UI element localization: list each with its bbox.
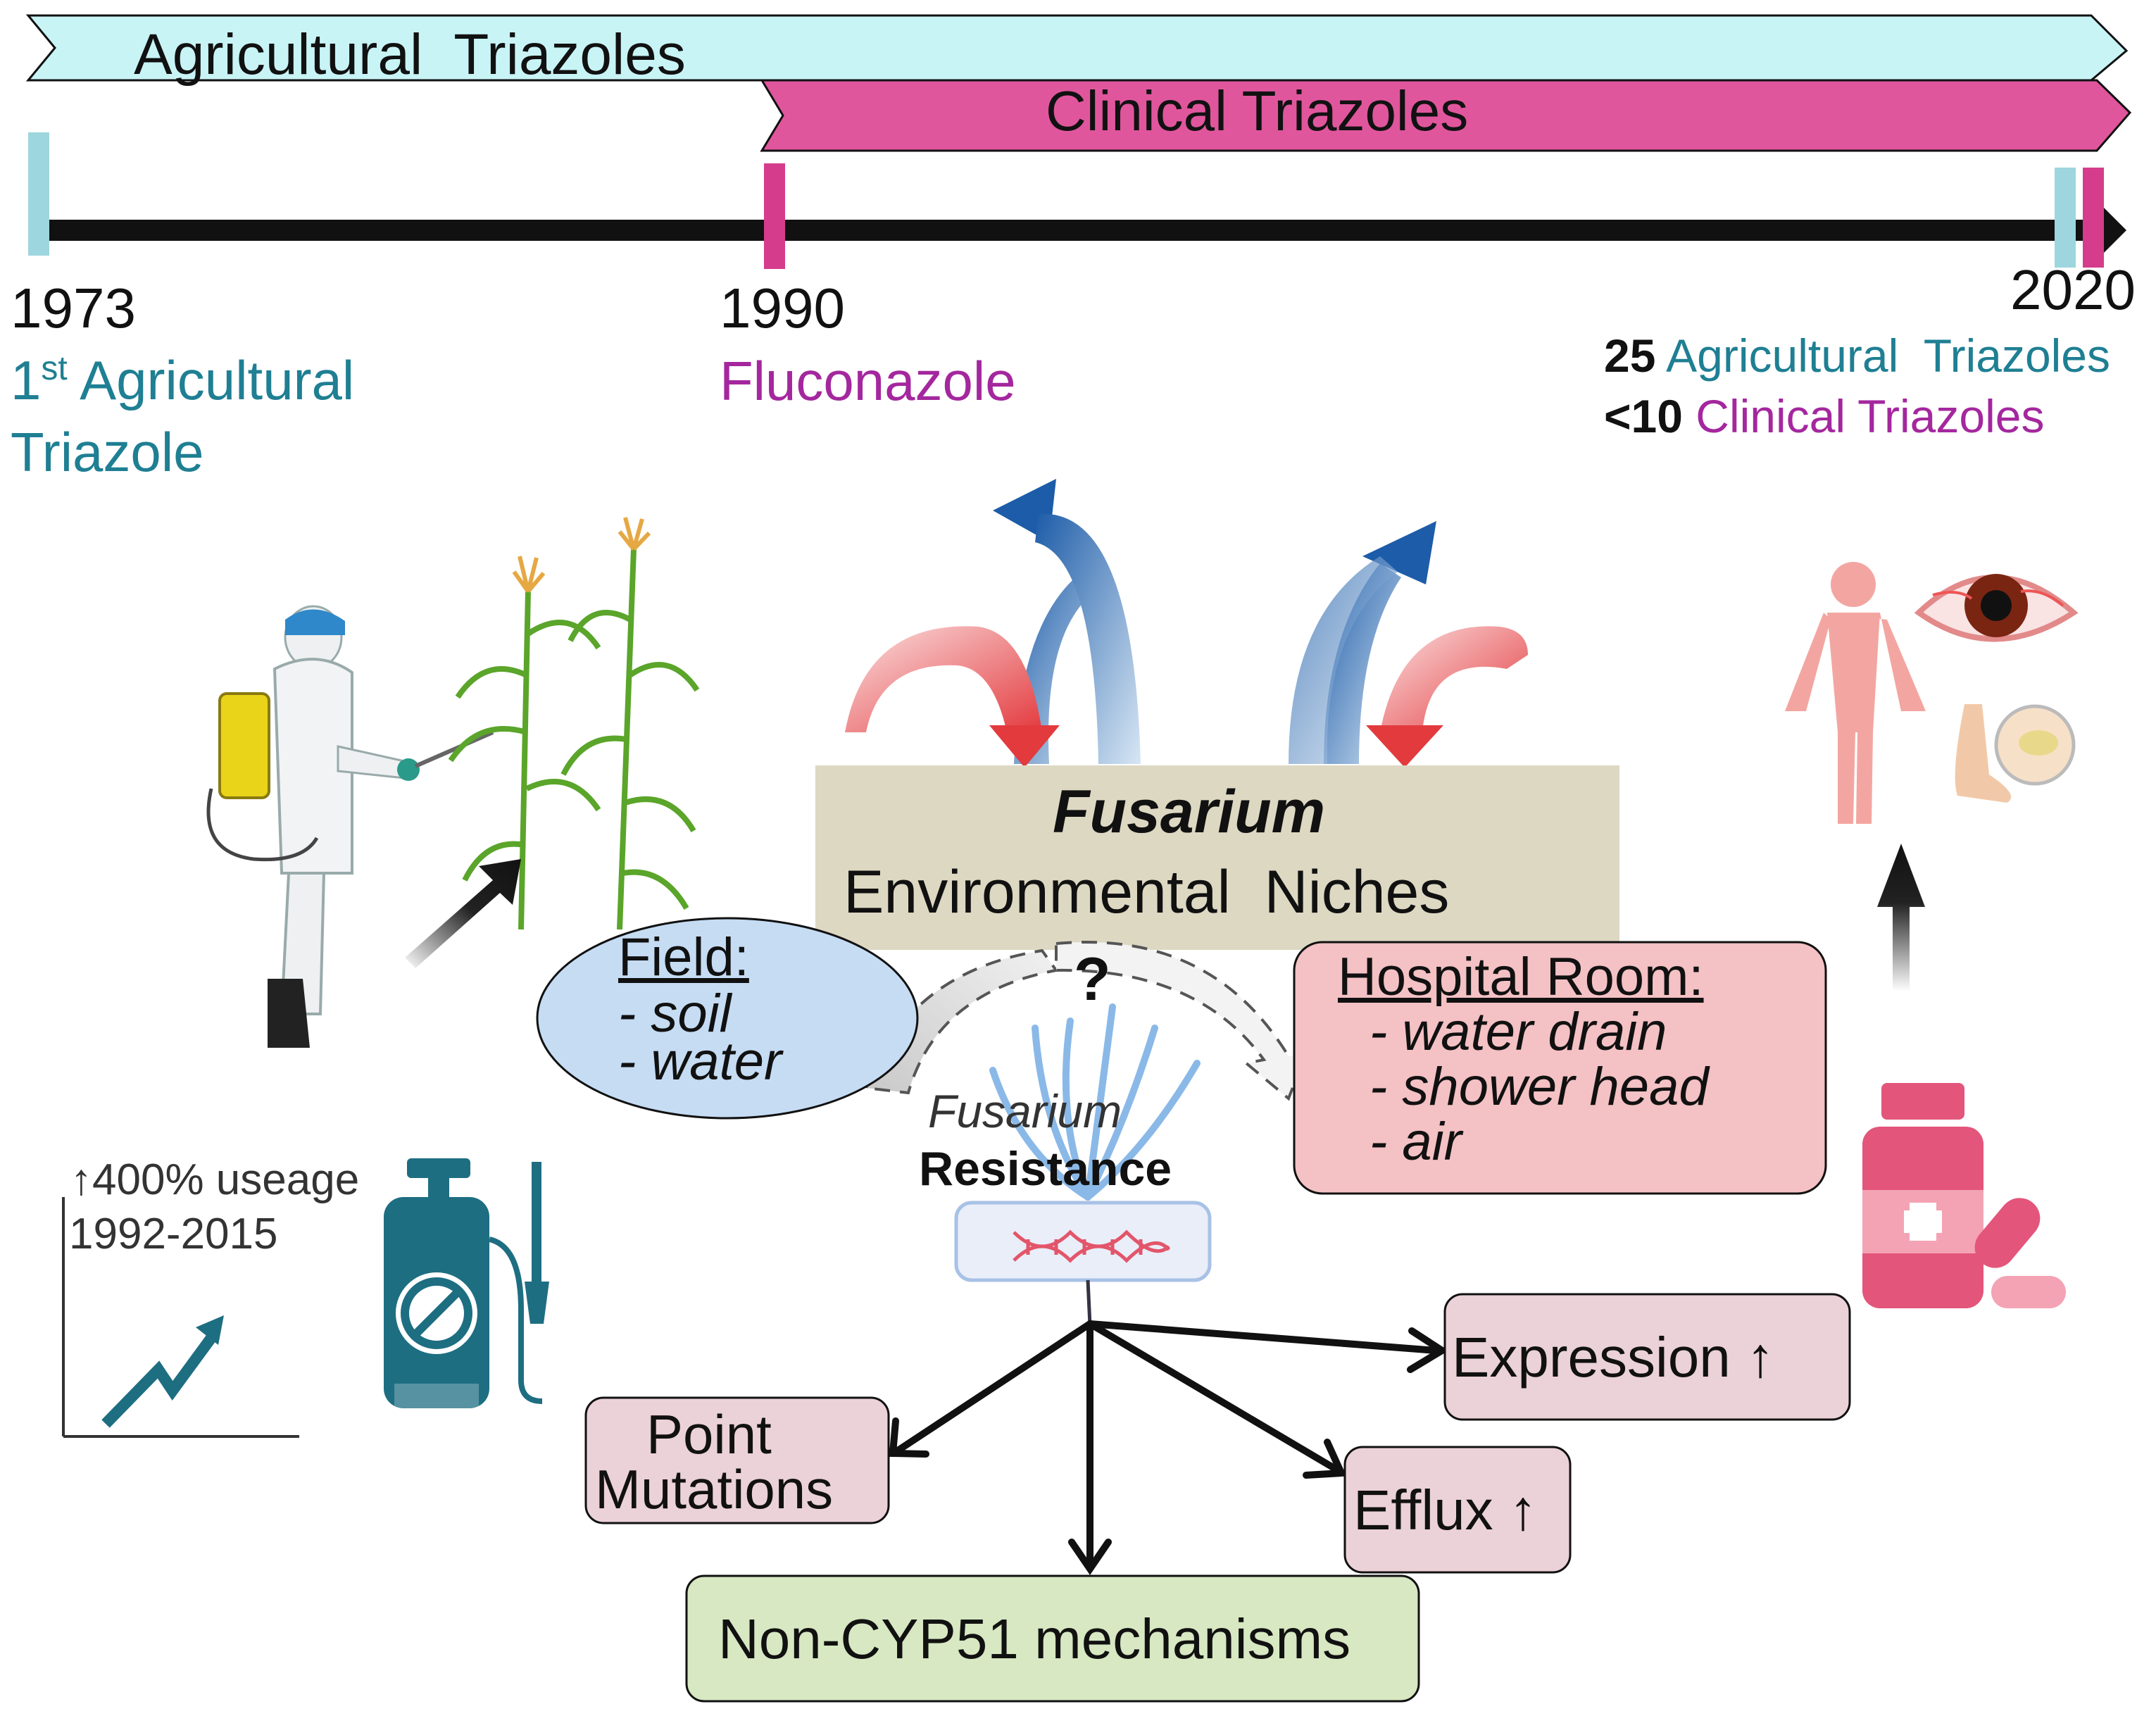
marker-1973 [28,132,49,256]
fluconazole-label: Fluconazole [720,350,1016,412]
transfer-arc-left [864,948,1059,1095]
field-item-soil: - soil [618,984,732,1044]
hospital-item-water-drain: - water drain [1370,1002,1667,1062]
noncyp51-box [685,1574,1420,1703]
hospital-item-shower-head: - shower head [1370,1057,1709,1117]
agri-count: 25 [1604,330,1656,382]
pills-icon [1974,1198,2066,1308]
environmental-niches-label: Environmental Niches [844,858,1450,926]
noncyp51-label: Non-CYP51 mechanisms [718,1608,1351,1670]
clinical-count: <10 [1604,390,1683,442]
point-mutations-line1: Point [646,1403,772,1465]
fusarium-organism-icon [989,1003,1201,1201]
hospital-item-air: - air [1370,1112,1462,1172]
usage-chart-icon [62,1197,299,1438]
point-mutations-line2: Mutations [595,1458,834,1520]
mechanism-arrows [889,1320,1449,1575]
dna-icon [1013,1229,1170,1263]
first-agricultural-triazole-line2: Triazole [11,421,204,483]
field-title: Field: [618,927,749,987]
first-agricultural-triazole-line1: 1st Agricultural [11,352,354,408]
expression-box [1443,1293,1851,1421]
clinical-triazoles-label: Clinical Triazoles [1046,80,1469,142]
year-1973: 1973 [11,277,136,339]
hospital-box [1293,941,1827,1195]
fusarium-title: Fusarium [1053,778,1326,846]
timeline-arrowhead [2102,206,2126,255]
exchange-arrows [845,479,1528,768]
worker-spraying-icon [206,605,494,1048]
field-ellipse [536,917,919,1120]
sprayer-tank-icon [384,1158,549,1408]
niche-box [815,765,1619,950]
clinical-count-text: Clinical Triazoles [1682,390,2045,442]
agricultural-word: Agricultural [67,349,355,411]
red-eye-icon [1914,574,2079,642]
resistance-label: Resistance [919,1142,1172,1196]
clinical-triazoles-banner [760,79,2132,152]
agri-count-line: 25 Agricultural Triazoles [1604,332,2110,379]
point-mutations-box [584,1396,890,1524]
marker-2020-clinical [2083,168,2104,268]
ordinal-number: 1 [11,349,42,411]
spray-arrow [405,859,521,968]
efflux-label: Efflux ↑ [1353,1479,1537,1541]
corn-plants-icon [448,517,700,930]
human-body-icon [1785,562,1926,824]
agri-count-text: Agricultural Triazoles [1655,330,2111,382]
hospital-title: Hospital Room: [1338,947,1704,1007]
treatment-arrow [1877,844,1925,991]
question-mark: ? [1074,946,1111,1013]
expression-label: Expression ↑ [1452,1326,1774,1389]
foot-nail-icon [1955,704,2076,803]
year-1990: 1990 [720,277,845,339]
efflux-box [1343,1446,1572,1574]
year-2020: 2020 [2010,258,2136,321]
usage-years-label: 1992-2015 [69,1210,278,1258]
marker-2020-agri [2055,168,2076,268]
ordinal-suffix: st [41,350,68,387]
clinical-count-line: <10 Clinical Triazoles [1604,393,2044,439]
agricultural-triazoles-label: Agricultural Triazoles [134,23,686,87]
medicine-bottle-icon [1862,1083,1983,1308]
fusarium-organism-label: Fusarium [928,1085,1122,1137]
marker-1990 [764,163,785,269]
field-item-water: - water [618,1032,782,1091]
usage-increase-label: ↑400% useage [70,1156,360,1204]
